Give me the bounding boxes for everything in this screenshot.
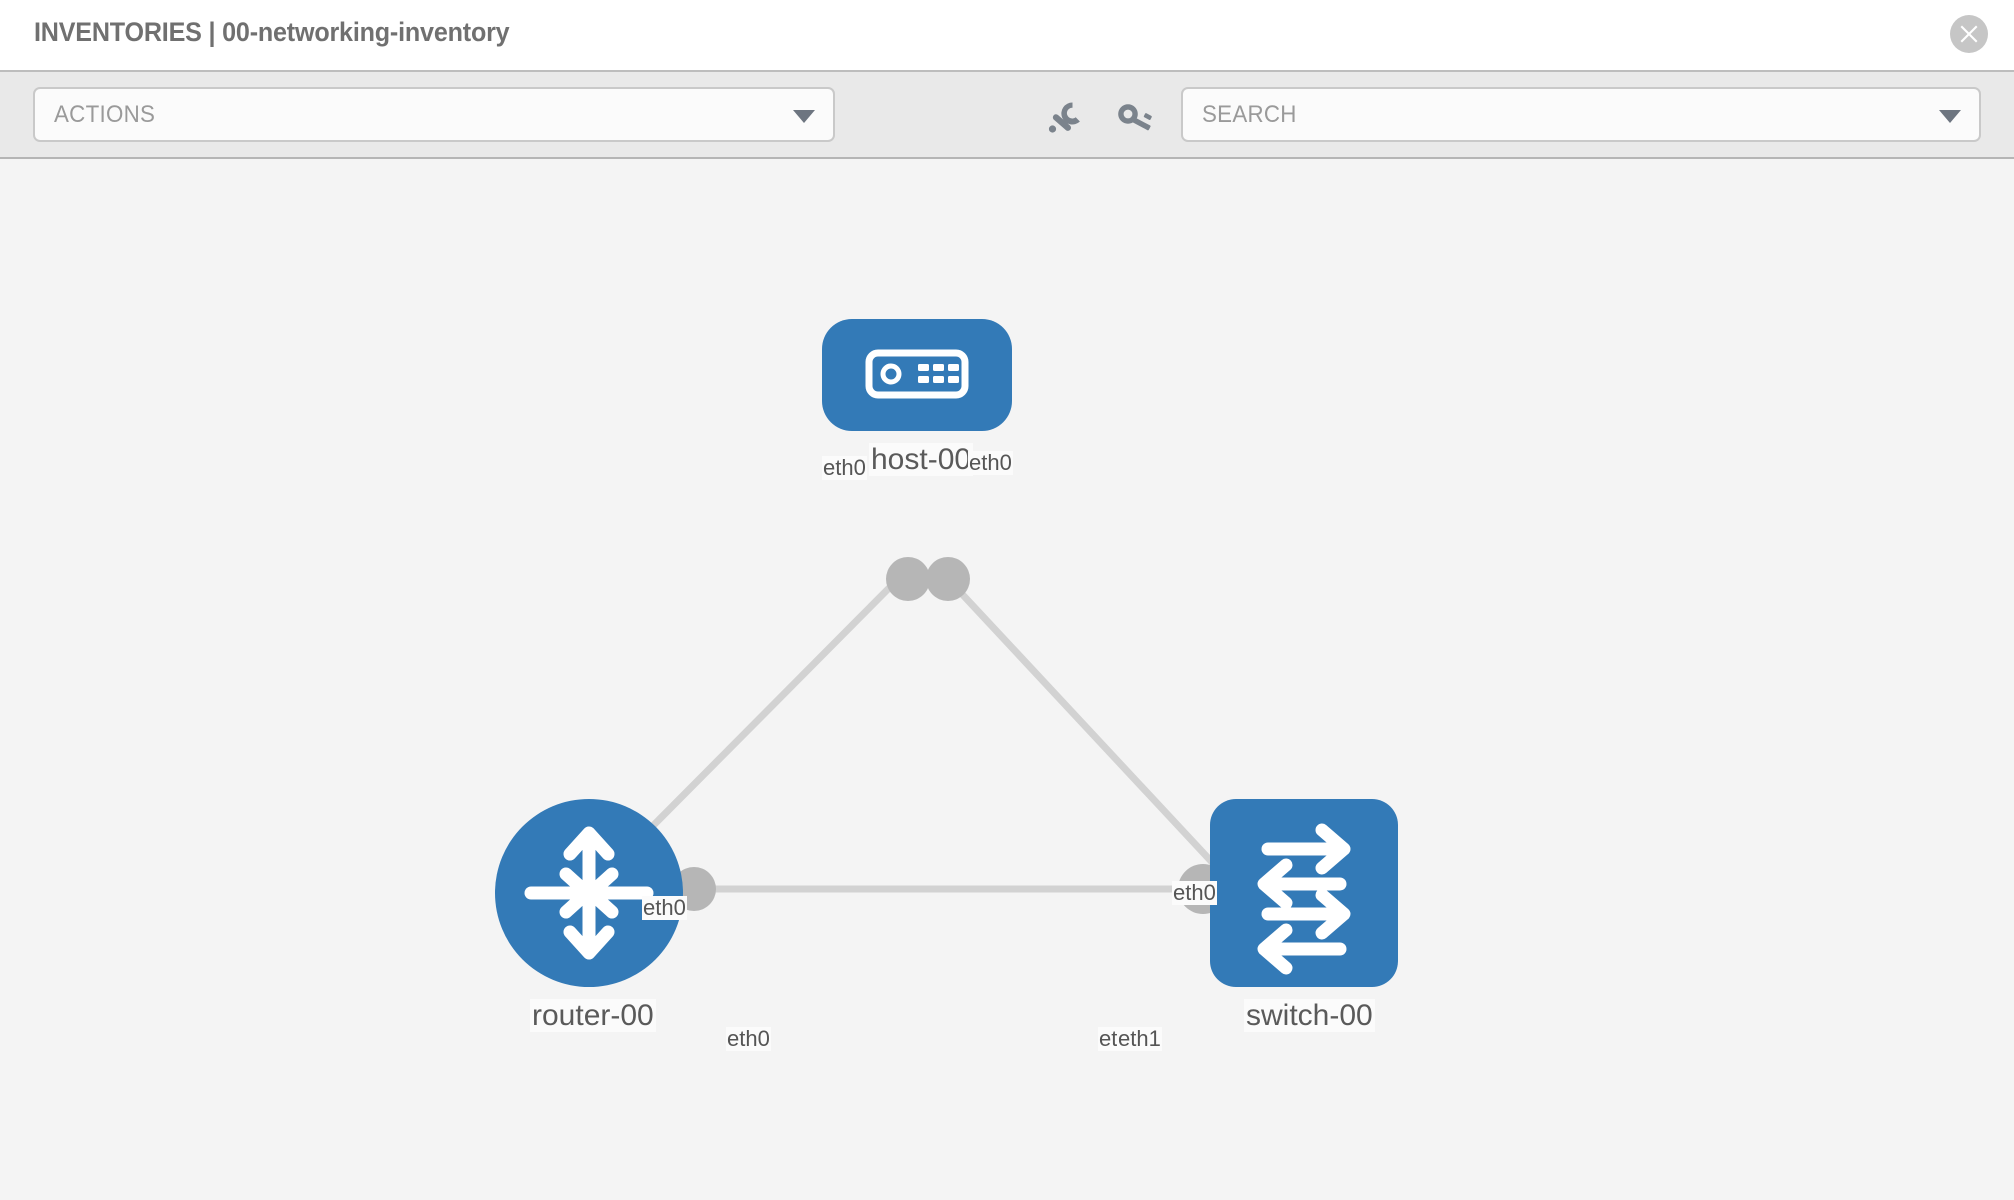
node-router-00[interactable] bbox=[495, 799, 683, 987]
link-host-switch[interactable] bbox=[945, 576, 1240, 892]
link-host-router[interactable] bbox=[617, 576, 901, 862]
chevron-down-icon bbox=[1939, 110, 1961, 123]
node-label-router-00: router-00 bbox=[530, 999, 656, 1032]
toolbar: ACTIONS SEARCH bbox=[0, 72, 2014, 159]
node-host-00[interactable] bbox=[822, 319, 1012, 431]
search-input[interactable]: SEARCH bbox=[1181, 87, 1981, 142]
close-icon[interactable] bbox=[1950, 15, 1988, 53]
interface-label-switch-up: eth0 bbox=[1172, 880, 1217, 906]
router-arrows-icon bbox=[524, 826, 654, 960]
actions-dropdown[interactable]: ACTIONS bbox=[33, 87, 835, 142]
interface-dot-host-right[interactable] bbox=[926, 557, 970, 601]
search-placeholder: SEARCH bbox=[1202, 101, 1297, 128]
interface-label-switch-left: eth1 bbox=[1117, 1026, 1162, 1052]
server-appliance-icon bbox=[865, 349, 969, 399]
topology-links-layer bbox=[617, 557, 1262, 914]
page-title: INVENTORIES | 00-networking-inventory bbox=[34, 17, 510, 47]
interface-label-router-up: eth0 bbox=[642, 895, 687, 921]
interface-label-router-right: eth0 bbox=[726, 1026, 771, 1052]
topology-canvas[interactable]: host-00 eth0 eth0 router-00 eth0 eth0 bbox=[0, 159, 2014, 1200]
key-icon[interactable] bbox=[1114, 100, 1156, 134]
node-label-host-00: host-00 bbox=[869, 443, 974, 476]
node-switch-00[interactable] bbox=[1210, 799, 1398, 987]
chevron-down-icon bbox=[793, 110, 815, 123]
interface-label-host-right: eth0 bbox=[968, 450, 1013, 476]
switch-arrows-icon bbox=[1257, 823, 1351, 975]
actions-dropdown-label: ACTIONS bbox=[54, 101, 156, 128]
node-label-switch-00: switch-00 bbox=[1244, 999, 1375, 1032]
wrench-icon[interactable] bbox=[1046, 100, 1088, 134]
interface-label-host-left: eth0 bbox=[822, 455, 867, 481]
title-bar: INVENTORIES | 00-networking-inventory bbox=[0, 0, 2014, 72]
interface-dot-host-left[interactable] bbox=[886, 557, 930, 601]
